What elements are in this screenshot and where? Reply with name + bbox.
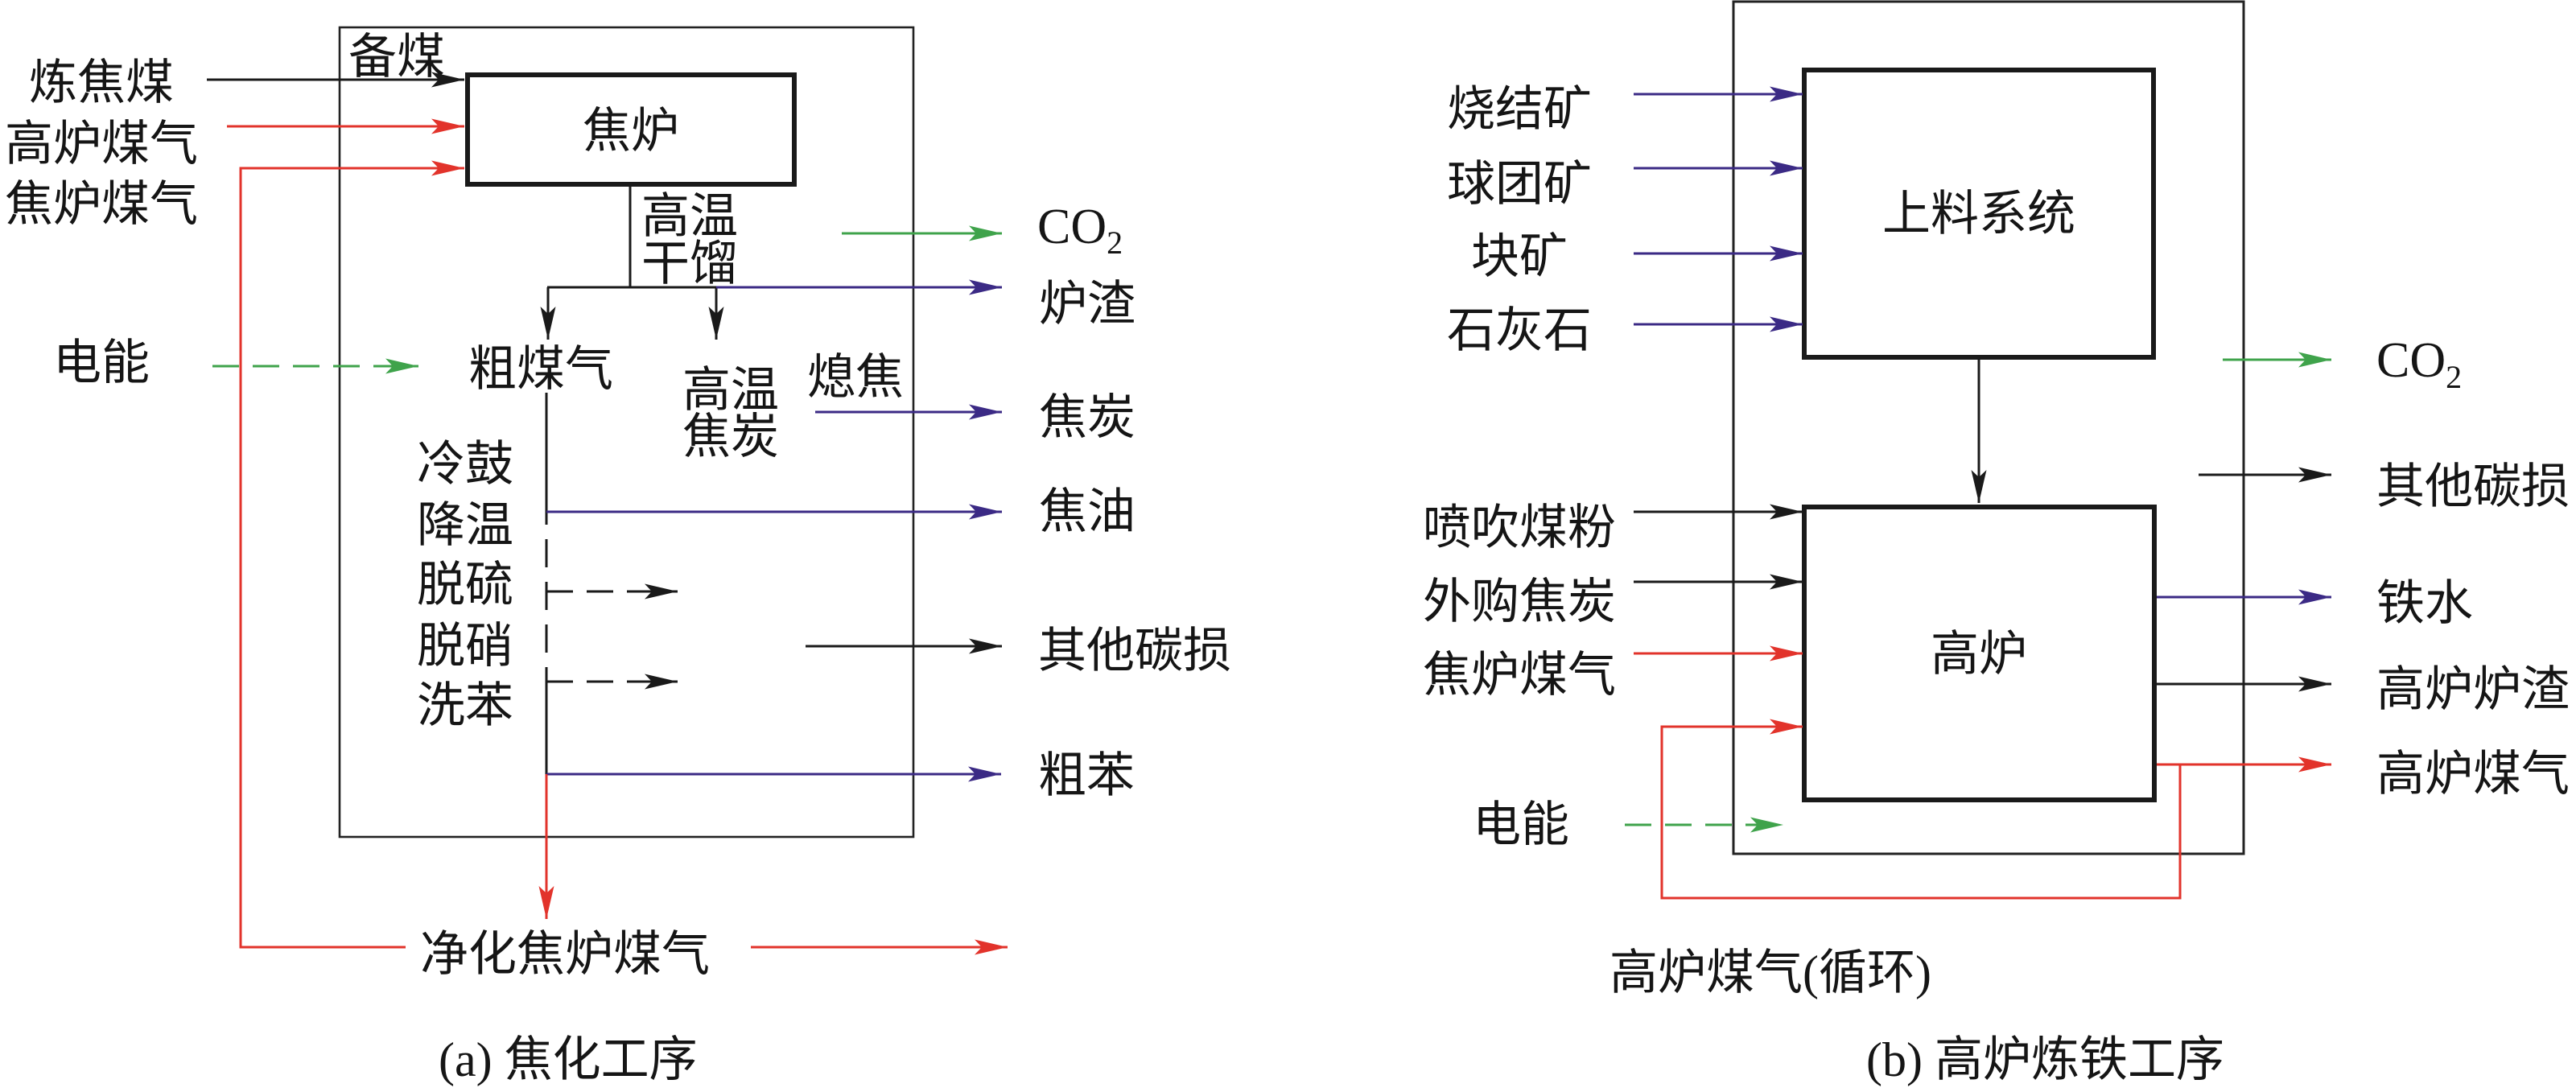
panel-a-coking-process: 备煤 炼焦煤 高炉煤气 焦炉煤气 电能 焦炉 高温 干馏 粗煤气 高温 焦炭 熄… bbox=[5, 26, 1231, 1086]
coke-oven-gas-recycle-arrow bbox=[239, 160, 464, 949]
bf-gas-recycle-loop-arrow bbox=[1660, 719, 2182, 900]
hot-coke-label-line1: 高温 bbox=[682, 364, 779, 417]
co2-output-label: CO2 bbox=[2376, 333, 2462, 395]
bf-slag-label: 高炉炉渣 bbox=[2376, 663, 2570, 716]
purification-step-cooling: 降温 bbox=[417, 499, 513, 552]
carbonization-label-line2: 干馏 bbox=[641, 237, 738, 291]
input-pci-label: 喷吹煤粉 bbox=[1423, 501, 1616, 554]
hot-coke-label-line2: 焦炭 bbox=[682, 410, 779, 464]
charging-system-label: 上料系统 bbox=[1882, 187, 2075, 241]
coke-oven-box bbox=[465, 72, 797, 187]
carbonization-label-line1: 高温 bbox=[641, 190, 738, 243]
purification-step-denitrification: 脱硝 bbox=[417, 620, 513, 673]
co2-formula-subscript: 2 bbox=[2446, 359, 2462, 395]
input-coking-coal-label: 炼焦煤 bbox=[29, 56, 174, 109]
quenching-label: 熄焦 bbox=[807, 351, 904, 404]
coke-oven-label: 焦炉 bbox=[583, 105, 679, 158]
input-purchased-coke-label: 外购焦炭 bbox=[1423, 575, 1616, 628]
blast-furnace-box bbox=[1802, 505, 2157, 802]
purification-step-desulfurization: 脱硫 bbox=[417, 558, 513, 612]
input-coke-oven-gas-label: 焦炉煤气 bbox=[5, 178, 198, 231]
tar-output-label: 焦油 bbox=[1039, 485, 1136, 538]
ironmaking-process-boundary bbox=[1732, 0, 2245, 855]
other-carbon-loss-label: 其他碳损 bbox=[2376, 460, 2570, 513]
input-electricity-label: 电能 bbox=[1473, 798, 1569, 851]
co2-output-label: CO2 bbox=[1037, 200, 1123, 261]
purification-step-cooling-blowing: 冷鼓 bbox=[417, 438, 513, 491]
bf-gas-recycle-label: 高炉煤气(循环) bbox=[1609, 946, 1931, 999]
input-bf-gas-label: 高炉煤气 bbox=[5, 117, 198, 171]
crude-benzene-label: 粗苯 bbox=[1038, 749, 1135, 802]
slag-output-label: 炉渣 bbox=[1039, 278, 1136, 331]
coal-preparation-label: 备煤 bbox=[348, 31, 445, 84]
input-electricity-label: 电能 bbox=[53, 336, 150, 389]
raw-gas-label: 粗煤气 bbox=[468, 343, 613, 396]
blast-furnace-label: 高炉 bbox=[1931, 628, 2027, 681]
coking-process-boundary bbox=[338, 26, 915, 839]
purified-gas-label: 净化焦炉煤气 bbox=[420, 928, 710, 981]
co2-formula-subscript: 2 bbox=[1107, 225, 1123, 261]
input-sinter-label: 烧结矿 bbox=[1447, 83, 1592, 136]
charging-system-box bbox=[1802, 68, 2156, 360]
panel-b-caption: (b) 高炉炼铁工序 bbox=[1866, 1033, 2224, 1086]
bf-gas-output-label: 高炉煤气 bbox=[2376, 748, 2570, 801]
coke-output-label: 焦炭 bbox=[1039, 391, 1136, 444]
input-pellets-label: 球团矿 bbox=[1447, 158, 1592, 211]
input-limestone-label: 石灰石 bbox=[1447, 304, 1592, 357]
input-coke-oven-gas-label: 焦炉煤气 bbox=[1423, 649, 1616, 702]
input-lump-ore-label: 块矿 bbox=[1471, 230, 1568, 283]
panel-b-blast-furnace-process: 上料系统 高炉 烧结矿 球团矿 块矿 石灰石 喷吹煤粉 外购焦炭 焦炉煤气 电能… bbox=[1423, 0, 2570, 1086]
panel-a-caption: (a) 焦化工序 bbox=[439, 1033, 698, 1086]
other-carbon-loss-label: 其他碳损 bbox=[1038, 624, 1231, 678]
co2-formula-main: CO bbox=[1037, 200, 1107, 254]
hot-metal-label: 铁水 bbox=[2376, 577, 2473, 630]
co2-formula-main: CO bbox=[2376, 333, 2446, 388]
purification-step-debenzolization: 洗苯 bbox=[417, 679, 513, 732]
